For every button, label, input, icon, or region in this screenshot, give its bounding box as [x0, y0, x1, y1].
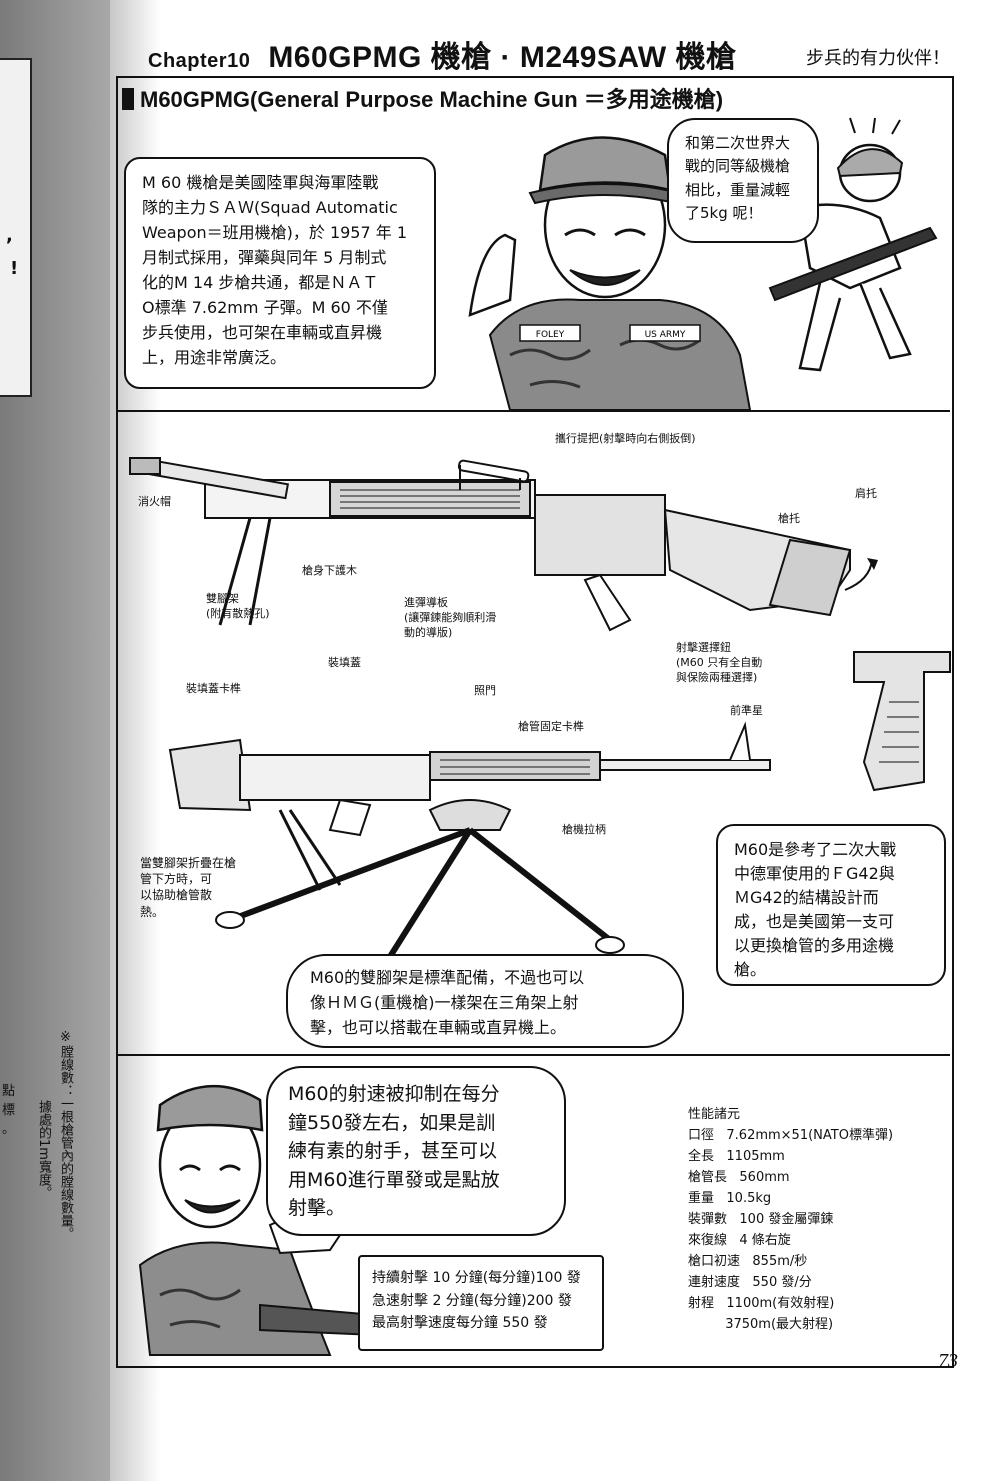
- spec-maximum-range: 3750m(最大射程): [688, 1317, 834, 1333]
- previous-page-mark: ,: [6, 225, 13, 246]
- label-shoulder-rest: 肩托: [855, 487, 877, 500]
- spec-title: 性能諸元: [688, 1107, 741, 1122]
- pistol-grip-detail: [853, 651, 951, 792]
- weight-speech-bubble: 和第二次世界大 戰的同等級機槍 相比，重量減輕 了5kg 呢！: [667, 118, 819, 243]
- rate-speech-bubble: M60的射速被抑制在每分 鐘550發左右，如果是訓 練有素的射手，甚至可以 用M…: [266, 1066, 566, 1236]
- previous-page-panel: [0, 58, 32, 397]
- label-flash-hider: 消火帽: [138, 495, 171, 508]
- panel-divider: [116, 1054, 950, 1056]
- running-soldier-illustration: [768, 117, 938, 372]
- label-rear-sight: 照門: [474, 684, 496, 697]
- spec-caliber: 口徑 7.62mm×51(NATO標準彈): [688, 1128, 894, 1144]
- chapter-header: Chapter10 M60GPMG 機槍 · M249SAW 機槍: [148, 32, 737, 76]
- page-number: 73: [938, 1350, 958, 1372]
- label-handguard: 槍身下護木: [302, 564, 357, 577]
- fire-rates-box: 持續射擊 10 分鐘(每分鐘)100 發 急速射擊 2 分鐘(每分鐘)200 發…: [358, 1255, 604, 1351]
- label-fire-selector: 射擊選擇鈕 (M60 只有全自動 與保險兩種選擇): [676, 641, 763, 684]
- label-cover-latch: 裝填蓋卡榫: [186, 682, 241, 695]
- label-folded-bipod: 當雙腳架折疊在槍 管下方時，可 以協助槍管散 熱。: [140, 856, 237, 919]
- section-heading: M60GPMG(General Purpose Machine Gun ＝多用途…: [122, 82, 723, 114]
- fg42-speech-bubble: M60是參考了二次大戰 中德軍使用的ＦG42與 ＭG42的結構設計而 成，也是美…: [716, 824, 946, 986]
- spec-weight: 重量 10.5kg: [688, 1191, 772, 1207]
- previous-page-mark: !: [10, 258, 19, 279]
- label-barrel-latch: 槍管固定卡榫: [518, 720, 584, 733]
- margin-note: ※膛線數：一根槍管內的膛線數量。: [58, 1030, 73, 1240]
- spec-length: 全長 1105mm: [688, 1149, 785, 1165]
- label-bipod: 雙腳架 (附有散熱孔): [206, 592, 270, 620]
- label-carry-handle: 攜行提把(射擊時向右側扳倒): [555, 432, 696, 445]
- m60-bipod-diagram: [129, 457, 878, 632]
- section-heading-text: M60GPMG(General Purpose Machine Gun ＝多用途…: [140, 87, 724, 112]
- heading-marker: [122, 88, 134, 110]
- label-front-sight: 前準星: [730, 704, 763, 717]
- spec-rifling: 來復線 4 條右旋: [688, 1233, 791, 1249]
- spec-capacity: 裝彈數 100 發金屬彈鍊: [688, 1212, 834, 1228]
- section-frame: [116, 76, 954, 1368]
- page-subtitle: 步兵的有力伙伴！: [806, 48, 950, 69]
- page-title: M60GPMG 機槍 · M249SAW 機槍: [268, 41, 737, 74]
- sergeant-illustration: FOLEY US ARMY: [468, 136, 752, 411]
- tripod-speech-bubble: M60的雙腳架是標準配備，不過也可以 像ＨＭＧ(重機槍)一樣架在三角架上射 擊，…: [286, 954, 684, 1048]
- chapter-number: Chapter10: [148, 50, 251, 72]
- spec-barrel-length: 槍管長 560mm: [688, 1170, 790, 1186]
- spec-table: 性能諸元 口徑 7.62mm×51(NATO標準彈) 全長 1105mm 槍管長…: [688, 1104, 893, 1336]
- name-tag-left: FOLEY: [536, 330, 565, 340]
- name-tag-right: US ARMY: [645, 330, 686, 340]
- label-stock: 槍托: [778, 512, 800, 525]
- spec-effective-range: 射程 1100m(有效射程): [688, 1296, 835, 1312]
- margin-note: 點 標 。: [2, 1084, 16, 1137]
- spec-muzzle-velocity: 槍口初速 855m/秒: [688, 1254, 808, 1270]
- margin-note: 據處的1m寬度。: [36, 1100, 51, 1199]
- intro-speech-bubble: M 60 機槍是美國陸軍與海軍陸戰 隊的主力ＳＡＷ(Squad Automati…: [124, 157, 436, 389]
- label-charging-handle: 槍機拉柄: [562, 823, 606, 836]
- spec-rate-of-fire: 連射速度 550 發/分: [688, 1275, 812, 1291]
- label-cover: 裝填蓋: [328, 656, 361, 669]
- instructor-illustration: [138, 1084, 376, 1356]
- label-feed-tray: 進彈導板 (讓彈鍊能夠順利滑 動的導版): [404, 596, 497, 639]
